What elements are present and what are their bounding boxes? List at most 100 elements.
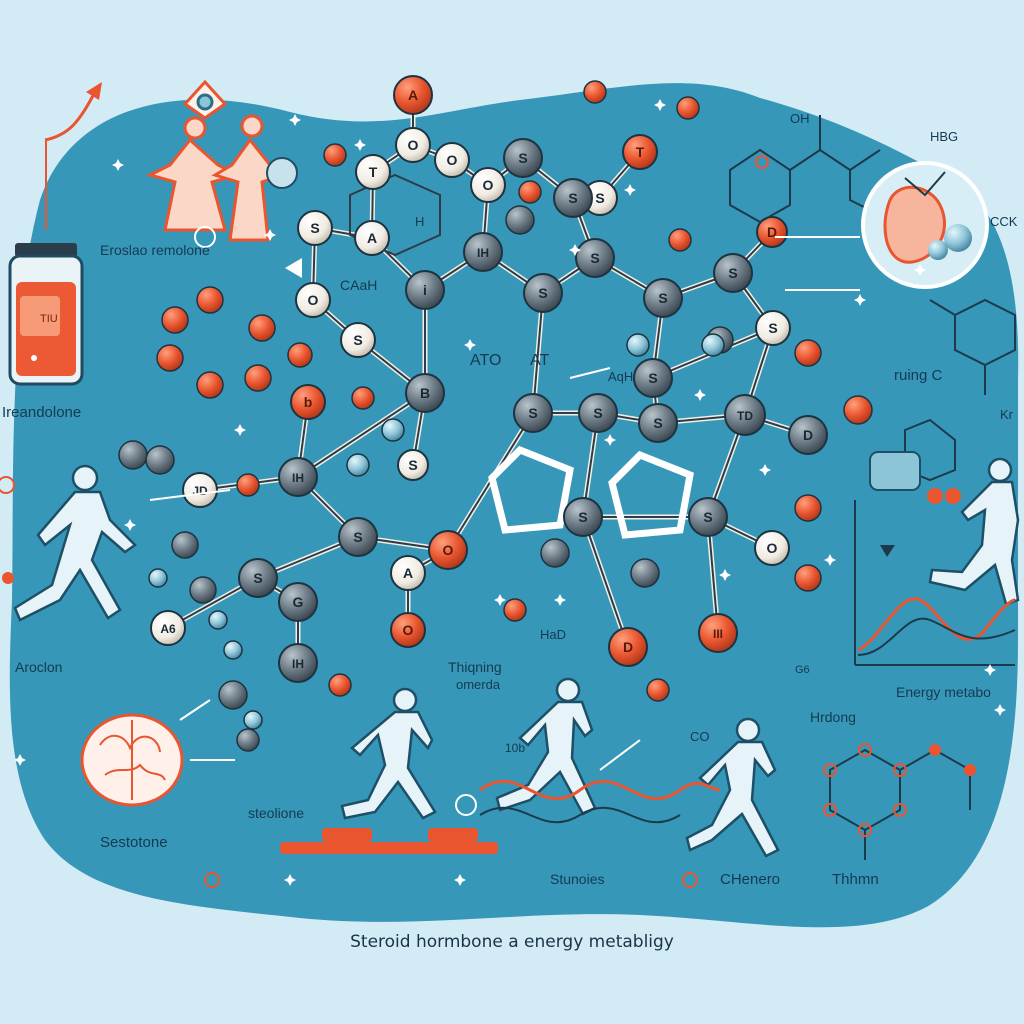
atom-letter: S	[590, 250, 599, 266]
label-kr: Kr	[1000, 407, 1013, 422]
label-left-mid: Ireandolone	[2, 404, 82, 421]
sparkle	[14, 754, 26, 766]
atom-letter: S	[703, 509, 712, 525]
label-oh-right: OH	[790, 111, 810, 126]
atom: D	[608, 627, 648, 667]
label-vial: Eroslao remolone	[100, 242, 210, 258]
label-cok: CCK	[990, 214, 1018, 229]
atom-small	[626, 333, 650, 357]
label-hydong: Hrdong	[810, 709, 856, 725]
sparkle	[994, 704, 1006, 716]
atom: S	[397, 449, 429, 481]
atom: S	[713, 253, 753, 293]
atom-small	[843, 395, 873, 425]
atom: T	[622, 134, 658, 170]
atom-letter: A6	[160, 622, 176, 636]
atom-small	[244, 364, 272, 392]
atom: S	[563, 497, 603, 537]
label-g6: G6	[795, 664, 810, 676]
sparkle	[234, 424, 246, 436]
atom: S	[633, 358, 673, 398]
sparkle	[824, 554, 836, 566]
magnifier-icon	[861, 161, 989, 289]
atom: B	[405, 373, 445, 413]
label-brain: Sestotone	[100, 834, 168, 851]
sparkle	[124, 519, 136, 531]
atom-small	[243, 710, 263, 730]
atom: A	[354, 220, 390, 256]
atom: O	[428, 530, 468, 570]
atom-small	[646, 678, 670, 702]
atom: S	[578, 393, 618, 433]
atom-letter: S	[658, 290, 667, 306]
label-center-sub: omerda	[456, 677, 501, 692]
trend-arrow-icon	[44, 91, 97, 142]
atom-letter: O	[447, 152, 458, 168]
atom-letter: S	[528, 405, 537, 421]
atom-small	[223, 640, 243, 660]
atom-small	[287, 342, 313, 368]
atom: D	[756, 216, 788, 248]
atom: S	[523, 273, 563, 313]
atom-small	[323, 143, 347, 167]
atom-small	[236, 728, 260, 752]
atom-small	[161, 306, 189, 334]
platform-block-right	[428, 828, 478, 842]
label-co: CO	[690, 729, 710, 744]
caption: Steroid hormbone a energy metabligy	[350, 932, 674, 952]
atom-letter: S	[768, 320, 777, 336]
atom-letter: S	[353, 332, 362, 348]
sparkle	[112, 159, 124, 171]
hexagon-ring	[349, 173, 441, 257]
atom: III	[698, 613, 738, 653]
label-hd: HaD	[540, 627, 567, 642]
atom: S	[238, 558, 278, 598]
atom-letter: S	[253, 570, 262, 586]
atom-letter: TD	[737, 409, 753, 423]
sparkle	[654, 99, 666, 111]
platform-bar	[280, 842, 498, 854]
atom-letter: JD	[192, 484, 208, 498]
atom-letter: IH	[477, 246, 489, 260]
atom-letter: O	[408, 137, 419, 153]
atom-letter: O	[443, 542, 454, 558]
atom-letter: S	[648, 370, 657, 386]
label-bottom-mid-2: CHenero	[720, 871, 781, 888]
arrow-head-icon	[86, 82, 102, 100]
label-h: H	[415, 214, 425, 229]
sparkle	[854, 294, 866, 306]
runner-figure-right	[928, 457, 1020, 606]
atom: S	[340, 322, 376, 358]
atom-small	[794, 339, 822, 367]
ring-left	[488, 445, 574, 534]
atom-small	[518, 180, 542, 204]
sparkle	[719, 569, 731, 581]
atom-letter: S	[578, 509, 587, 525]
sparkle	[494, 594, 506, 606]
atom: i	[405, 270, 445, 310]
atom: S	[297, 210, 333, 246]
atom: D	[788, 415, 828, 455]
atom-small	[236, 473, 260, 497]
atom-small	[328, 673, 352, 697]
atom-small	[208, 610, 228, 630]
atom-letter: D	[767, 224, 777, 240]
atom-letter: S	[653, 415, 662, 431]
label-at: AT	[530, 352, 550, 369]
runner-figure-center	[340, 687, 437, 820]
atom-letter: S	[518, 150, 527, 166]
atom-letter: A	[408, 87, 418, 103]
atom-letter: S	[568, 190, 577, 206]
atom: O	[295, 282, 331, 318]
atom: S	[575, 238, 615, 278]
atom: O	[434, 142, 470, 178]
atom-letter: T	[369, 164, 378, 180]
atom-small	[171, 531, 199, 559]
runner-figure-right-bottom	[685, 717, 780, 858]
bond-outline	[582, 516, 629, 648]
atom: IH	[463, 232, 503, 272]
atom: IH	[278, 457, 318, 497]
atom: S	[338, 517, 378, 557]
